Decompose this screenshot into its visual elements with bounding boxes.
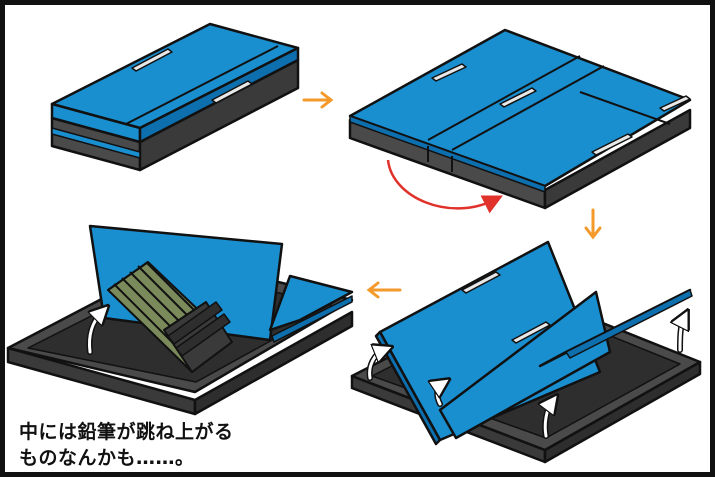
caption-line-1: 中には鉛筆が跳ね上がる — [19, 421, 234, 443]
arrow-left — [366, 281, 402, 299]
spring-up-arrow-fill — [90, 312, 103, 354]
closed-pencil-case — [50, 22, 300, 172]
arrow-down — [584, 208, 602, 240]
pencil-case-diagram — [6, 22, 702, 464]
arrow-right-1 — [302, 91, 334, 109]
caption-line-2: ものなんかも……。 — [19, 447, 195, 469]
pencil-bundle — [107, 261, 233, 373]
flip-arrow — [386, 159, 503, 214]
pop-up-arrows-fill — [368, 318, 684, 438]
opened-pencil-case — [348, 28, 692, 210]
compartments-open — [350, 240, 702, 464]
caption: 中には鉛筆が跳ね上がる ものなんかも……。 — [19, 419, 234, 471]
